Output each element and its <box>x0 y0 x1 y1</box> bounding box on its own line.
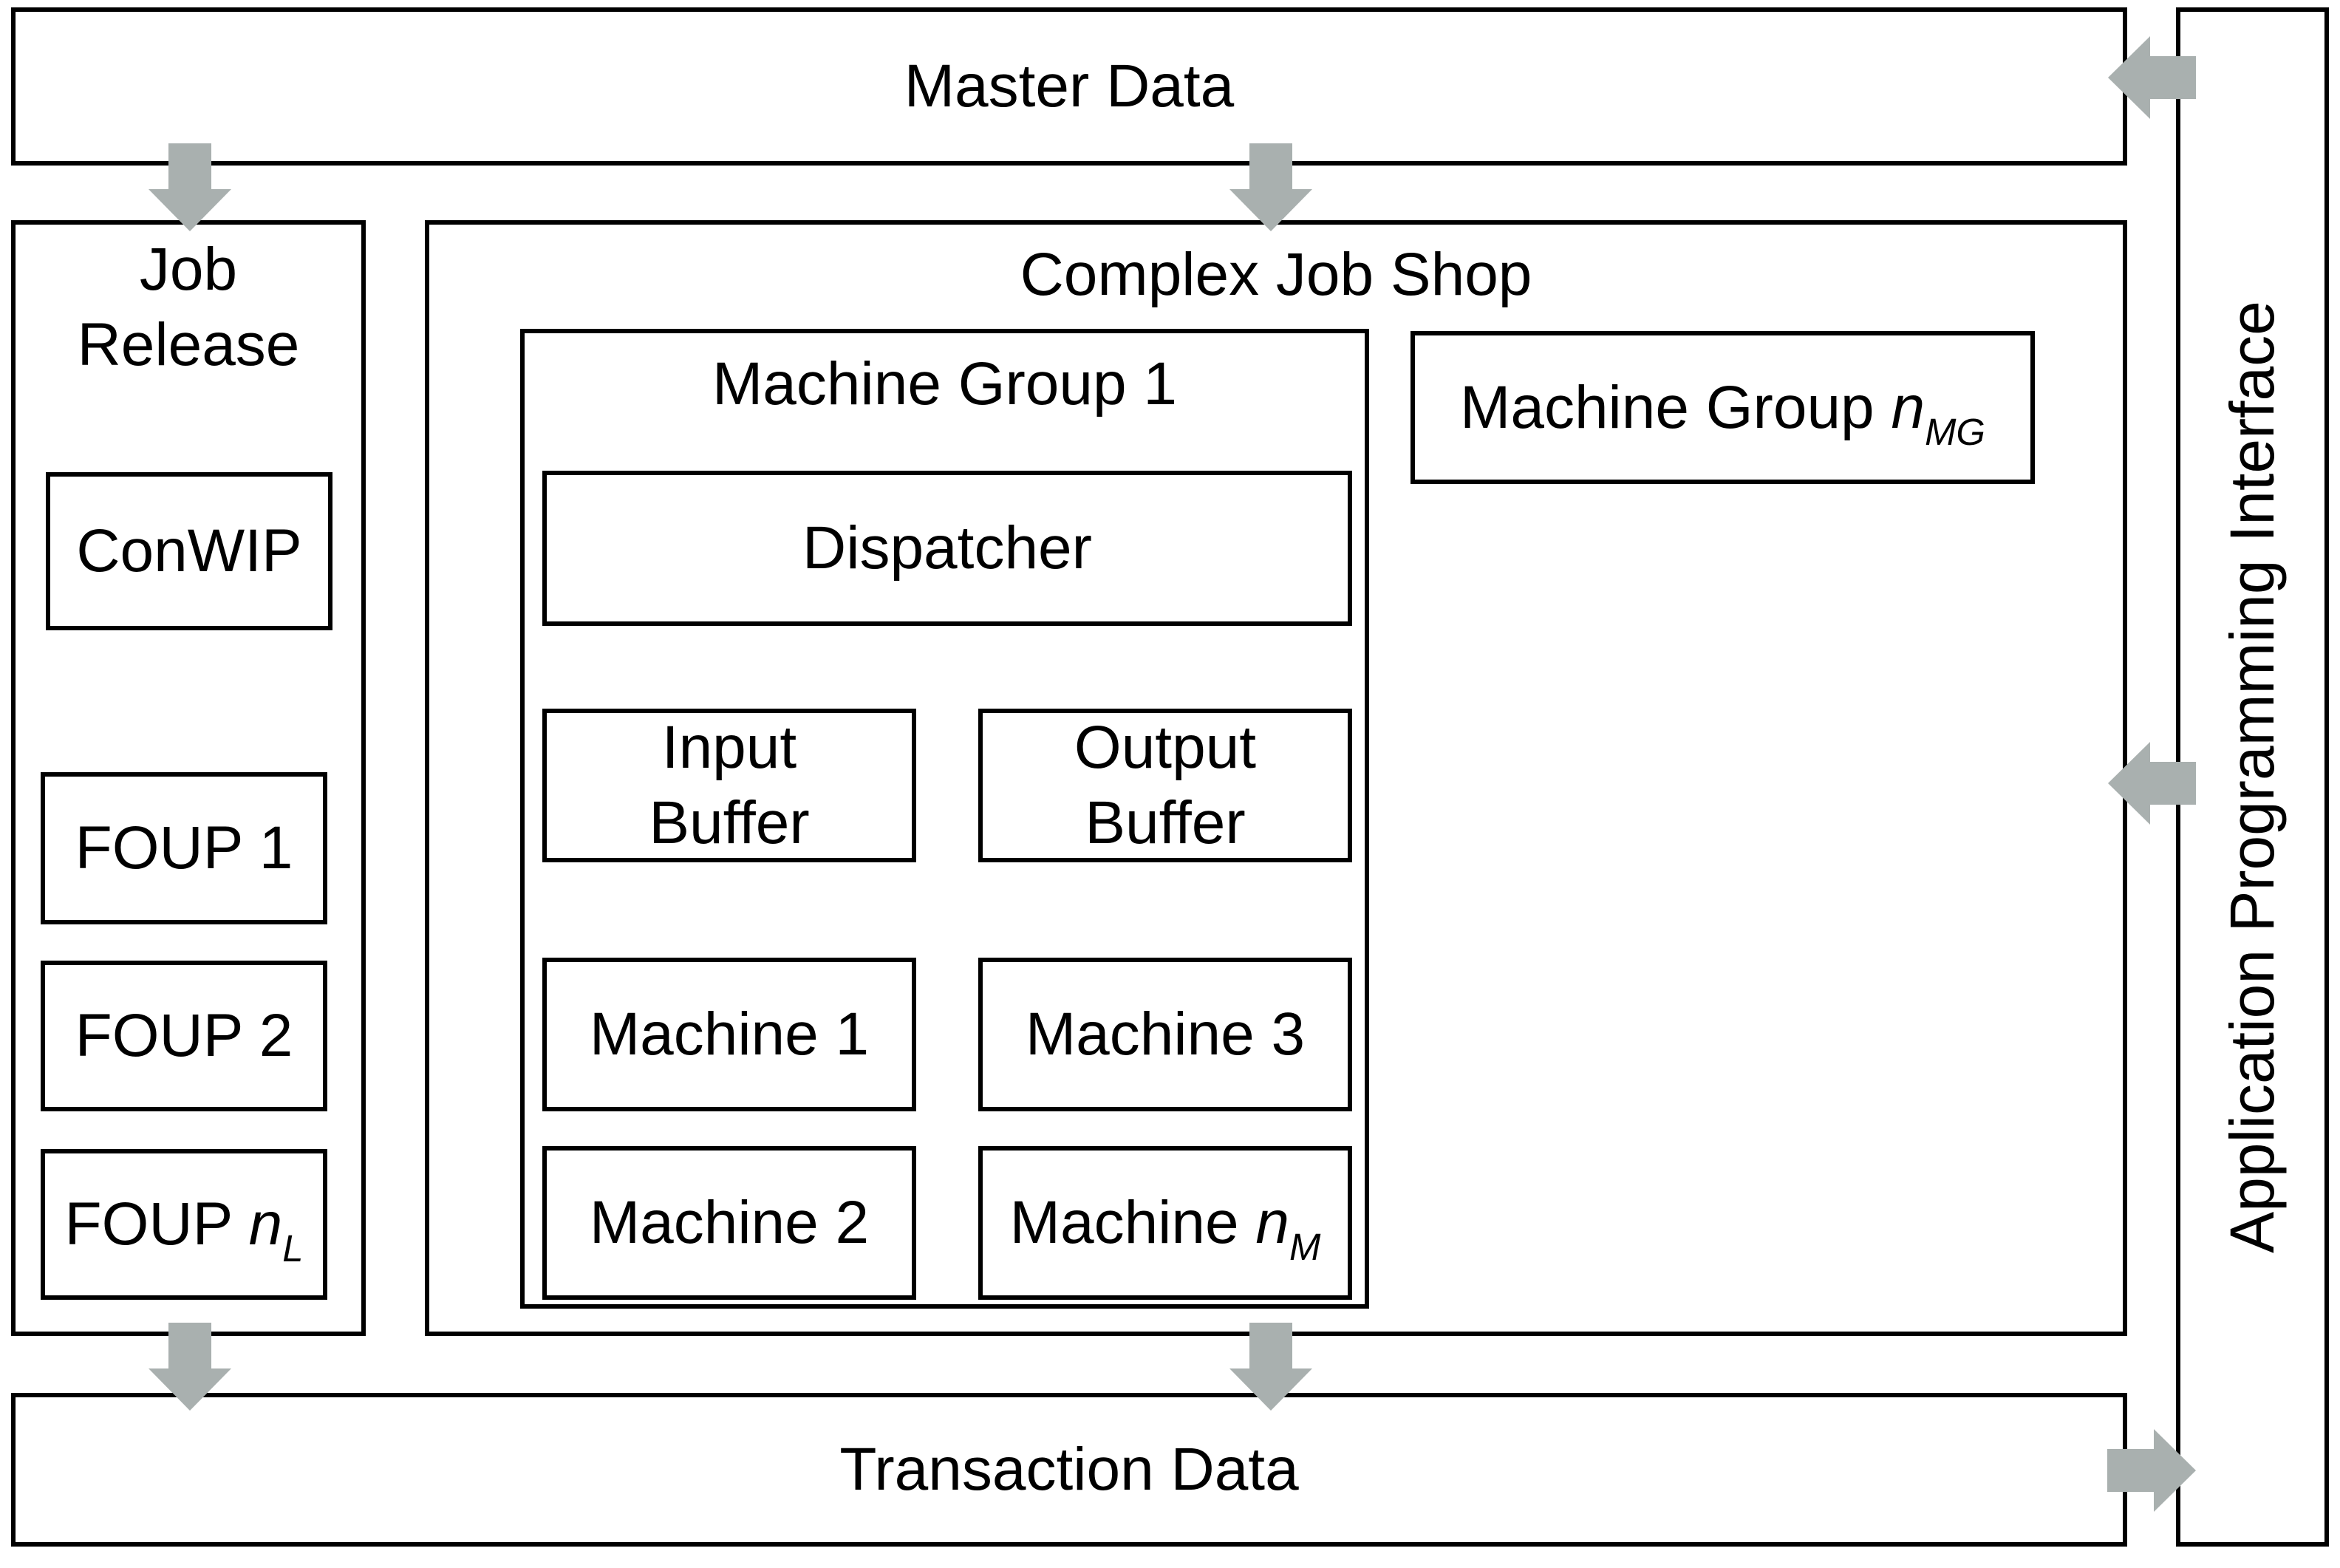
job-release-label-line1: Job <box>139 235 238 303</box>
machine-3-label: Machine 3 <box>1025 1001 1306 1068</box>
output-buffer-label: Output Buffer <box>1074 713 1257 857</box>
foup-1-box: FOUP 1 <box>41 772 327 924</box>
foup-n-label: FOUP nL <box>64 1190 304 1270</box>
machine-1-box: Machine 1 <box>542 958 916 1111</box>
arrow-head <box>1229 189 1312 231</box>
arrow-head <box>1229 1368 1312 1411</box>
input-buffer-label: Input Buffer <box>649 713 810 857</box>
machine-group-1-label: Machine Group 1 <box>712 350 1177 417</box>
dispatcher-box: Dispatcher <box>542 471 1352 626</box>
machine-2-box: Machine 2 <box>542 1146 916 1300</box>
foup-2-label: FOUP 2 <box>75 1002 293 1069</box>
arrow-shaft <box>168 1323 211 1368</box>
job-release-label: Job Release <box>11 232 366 383</box>
job-release-label-line2: Release <box>77 311 300 378</box>
arrow-shaft <box>1249 143 1292 189</box>
transaction-data-box: Transaction Data <box>11 1393 2127 1547</box>
arrow-shaft <box>2150 56 2196 99</box>
machine-group-n-label: Machine Group nMG <box>1460 373 1985 453</box>
dispatcher-label: Dispatcher <box>802 514 1092 582</box>
master-data-box: Master Data <box>11 7 2127 166</box>
master-data-label: Master Data <box>904 52 1235 120</box>
arrow-head <box>149 1368 231 1411</box>
conwip-label: ConWIP <box>76 517 302 584</box>
conwip-box: ConWIP <box>46 472 332 630</box>
arrow-head <box>149 189 231 231</box>
machine-n-label: Machine nM <box>1009 1189 1321 1269</box>
foup-2-box: FOUP 2 <box>41 961 327 1111</box>
api-label: Application Programming Interface <box>2217 301 2288 1253</box>
arrow-head <box>2154 1429 2196 1512</box>
machine-1-label: Machine 1 <box>589 1001 870 1068</box>
foup-n-box: FOUP nL <box>41 1149 327 1300</box>
arrow-shaft <box>2107 1449 2154 1492</box>
arrow-head <box>2108 36 2150 119</box>
arrow-head <box>2108 742 2150 825</box>
transaction-data-label: Transaction Data <box>839 1436 1299 1503</box>
machine-group-n-box: Machine Group nMG <box>1411 331 2035 484</box>
output-buffer-box: Output Buffer <box>978 709 1352 862</box>
foup-1-label: FOUP 1 <box>75 814 293 882</box>
machine-3-box: Machine 3 <box>978 958 1352 1111</box>
arrow-shaft <box>168 143 211 189</box>
machine-2-label: Machine 2 <box>589 1189 870 1256</box>
arrow-shaft <box>1249 1323 1292 1368</box>
arrow-shaft <box>2150 762 2196 805</box>
machine-n-box: Machine nM <box>978 1146 1352 1300</box>
input-buffer-box: Input Buffer <box>542 709 916 862</box>
api-box: Application Programming Interface <box>2176 7 2329 1547</box>
complex-job-shop-label: Complex Job Shop <box>1020 240 1532 308</box>
